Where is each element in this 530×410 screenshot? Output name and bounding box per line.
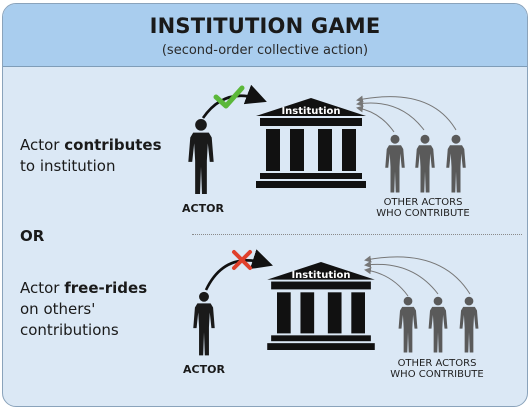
bottom-others-line1: OTHER ACTORS	[397, 358, 477, 369]
header: INSTITUTION GAME (second-order collectiv…	[3, 4, 527, 67]
or-label: OR	[20, 227, 45, 245]
bottom-label-line3: contributions	[20, 321, 119, 339]
title: INSTITUTION GAME	[149, 14, 381, 38]
bottom-others-caption: OTHER ACTORS WHO CONTRIBUTE	[382, 358, 492, 380]
bottom-other-actor-1	[398, 296, 418, 353]
bottom-label: Actor free-rides on others' contribution…	[20, 278, 147, 341]
subtitle: (second-order collective action)	[161, 43, 369, 58]
top-label-line2: to institution	[20, 157, 116, 175]
bottom-label-prefix: Actor	[20, 279, 65, 297]
top-label-bold: contributes	[64, 136, 162, 154]
top-institution-label: Institution	[281, 106, 340, 117]
top-others-caption: OTHER ACTORS WHO CONTRIBUTE	[368, 197, 478, 219]
top-others-line1: OTHER ACTORS	[383, 197, 463, 208]
top-scene: Institution	[188, 84, 466, 195]
top-others-line2: WHO CONTRIBUTE	[376, 208, 470, 219]
bottom-institution-label: Institution	[291, 270, 350, 281]
top-other-actor-3	[446, 134, 466, 193]
diagram-card: INSTITUTION GAME (second-order collectiv…	[2, 3, 528, 407]
bottom-other-actor-2	[428, 296, 448, 353]
bottom-label-line2: on others'	[20, 300, 96, 318]
bottom-actor-caption: ACTOR	[183, 363, 225, 376]
bottom-scene: Institution	[193, 249, 479, 356]
divider	[192, 234, 522, 235]
bottom-label-bold: free-rides	[64, 279, 148, 297]
top-actor-figure	[188, 118, 214, 195]
top-other-actor-1	[385, 134, 405, 193]
top-label-prefix: Actor	[20, 136, 65, 154]
top-contribution-arrow	[201, 84, 267, 119]
bottom-actor-figure	[193, 291, 215, 356]
top-label: Actor contributes to institution	[20, 135, 162, 177]
top-other-actor-2	[415, 134, 435, 193]
check-icon	[213, 85, 245, 109]
bottom-other-actor-3	[459, 296, 479, 353]
bottom-arrow	[204, 249, 273, 291]
bottom-others-line2: WHO CONTRIBUTE	[390, 369, 484, 380]
cross-icon	[232, 250, 252, 270]
top-actor-caption: ACTOR	[182, 202, 224, 215]
